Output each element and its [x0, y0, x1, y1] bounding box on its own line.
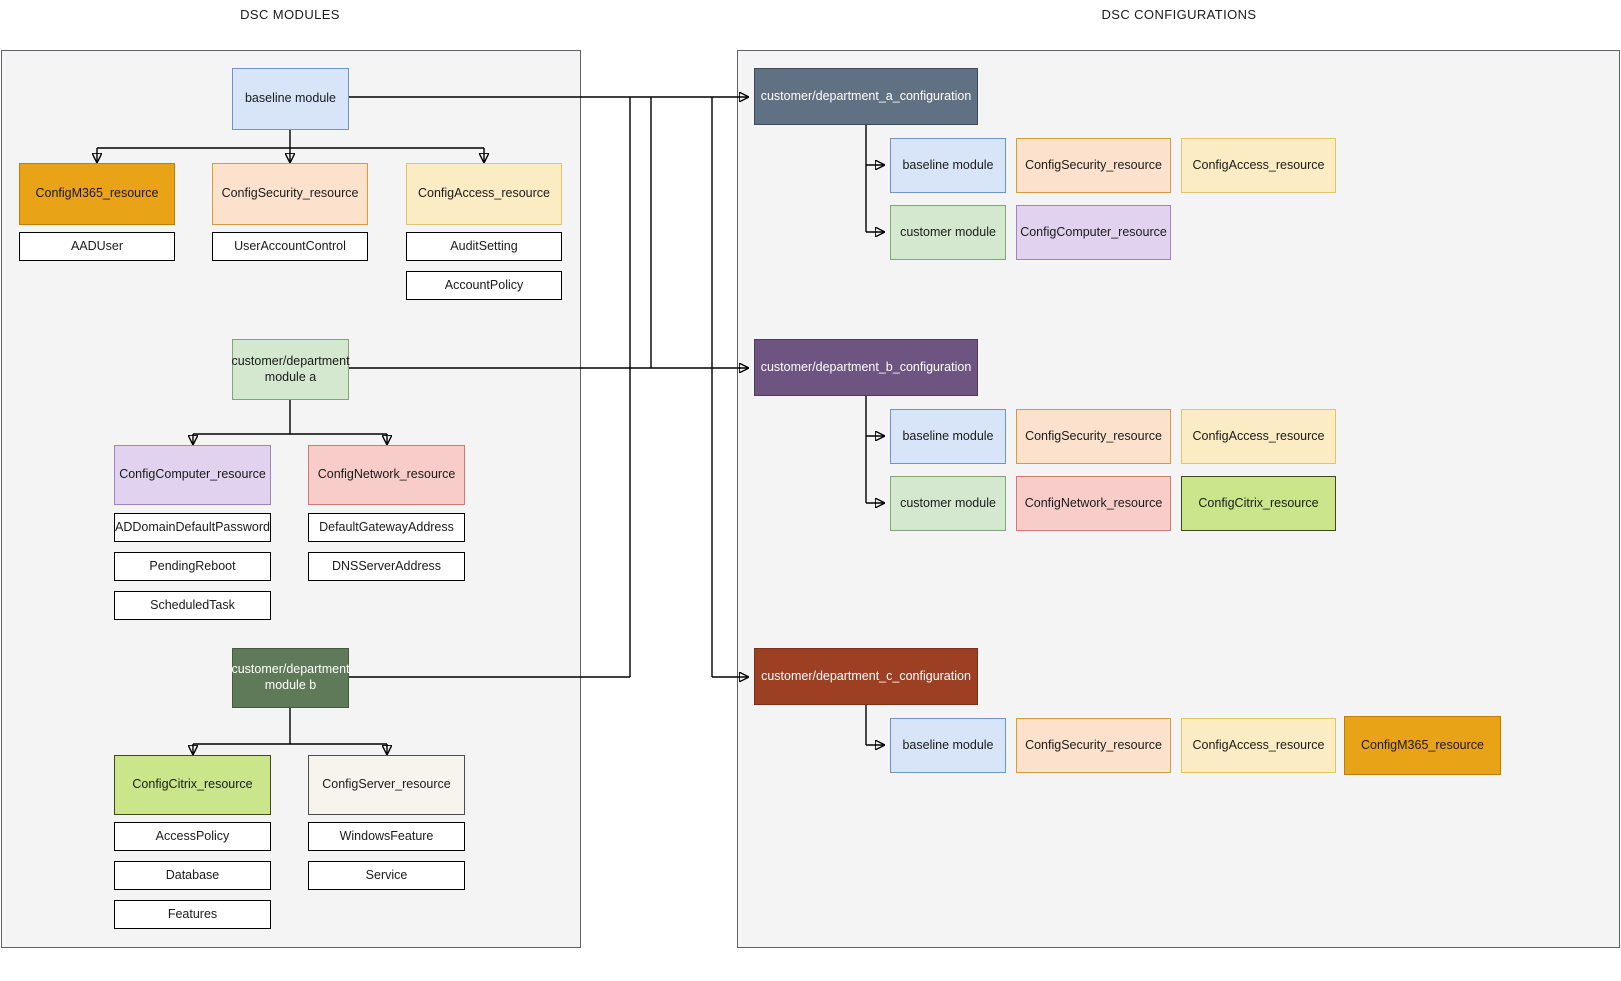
config-b-module-customer[interactable]: customer module: [890, 476, 1006, 531]
resource-item-pendingreboot[interactable]: PendingReboot: [114, 552, 271, 581]
config-a-module-baseline[interactable]: baseline module: [890, 138, 1006, 193]
modules-panel-title: DSC MODULES: [240, 7, 340, 22]
module-node-baseline-module[interactable]: baseline module: [232, 68, 349, 130]
resource-node-confignetwork-resource[interactable]: ConfigNetwork_resource: [308, 445, 465, 505]
module-node-customer-department-module-a[interactable]: customer/department module a: [231, 339, 350, 400]
config-c-resource-configaccess[interactable]: ConfigAccess_resource: [1181, 718, 1336, 773]
config-c-module-baseline[interactable]: baseline module: [890, 718, 1006, 773]
resource-node-configsecurity-resource[interactable]: ConfigSecurity_resource: [212, 163, 368, 225]
config-b-module-baseline[interactable]: baseline module: [890, 409, 1006, 464]
resource-item-aaduser[interactable]: AADUser: [19, 232, 175, 261]
resource-item-accountpolicy[interactable]: AccountPolicy: [406, 271, 562, 300]
resource-item-dnsserveraddress[interactable]: DNSServerAddress: [308, 552, 465, 581]
config-b-resource-configsecurity[interactable]: ConfigSecurity_resource: [1016, 409, 1171, 464]
config-c-resource-configm365[interactable]: ConfigM365_resource: [1344, 716, 1501, 775]
resource-node-configcomputer-resource[interactable]: ConfigComputer_resource: [114, 445, 271, 505]
resource-node-configaccess-resource[interactable]: ConfigAccess_resource: [406, 163, 562, 225]
module-node-customer-department-module-b[interactable]: customer/department module b: [231, 648, 350, 708]
resource-item-accesspolicy[interactable]: AccessPolicy: [114, 822, 271, 851]
resource-node-configserver-resource[interactable]: ConfigServer_resource: [308, 755, 465, 815]
resource-item-features[interactable]: Features: [114, 900, 271, 929]
resource-item-windowsfeature[interactable]: WindowsFeature: [308, 822, 465, 851]
config-a-resource-configcomputer[interactable]: ConfigComputer_resource: [1016, 205, 1171, 260]
resource-node-configcitrix-resource[interactable]: ConfigCitrix_resource: [114, 755, 271, 815]
configuration-node-department-c[interactable]: customer/department_c_configuration: [754, 648, 978, 705]
resource-item-service[interactable]: Service: [308, 861, 465, 890]
config-a-module-customer[interactable]: customer module: [890, 205, 1006, 260]
config-c-resource-configsecurity[interactable]: ConfigSecurity_resource: [1016, 718, 1171, 773]
resource-item-defaultgatewayaddress[interactable]: DefaultGatewayAddress: [308, 513, 465, 542]
resource-node-configm365-resource[interactable]: ConfigM365_resource: [19, 163, 175, 225]
configurations-panel-title: DSC CONFIGURATIONS: [1101, 7, 1257, 22]
resource-item-auditsetting[interactable]: AuditSetting: [406, 232, 562, 261]
config-b-resource-configaccess[interactable]: ConfigAccess_resource: [1181, 409, 1336, 464]
configuration-node-department-b[interactable]: customer/department_b_configuration: [754, 339, 978, 396]
configuration-node-department-a[interactable]: customer/department_a_configuration: [754, 68, 978, 125]
resource-item-scheduledtask[interactable]: ScheduledTask: [114, 591, 271, 620]
config-a-resource-configaccess[interactable]: ConfigAccess_resource: [1181, 138, 1336, 193]
config-b-resource-configcitrix[interactable]: ConfigCitrix_resource: [1181, 476, 1336, 531]
resource-item-database[interactable]: Database: [114, 861, 271, 890]
configurations-panel: [737, 50, 1620, 948]
config-b-resource-confignetwork[interactable]: ConfigNetwork_resource: [1016, 476, 1171, 531]
config-a-resource-configsecurity[interactable]: ConfigSecurity_resource: [1016, 138, 1171, 193]
resource-item-useraccountcontrol[interactable]: UserAccountControl: [212, 232, 368, 261]
resource-item-addomaindefaultpassword[interactable]: ADDomainDefaultPassword: [114, 513, 271, 542]
